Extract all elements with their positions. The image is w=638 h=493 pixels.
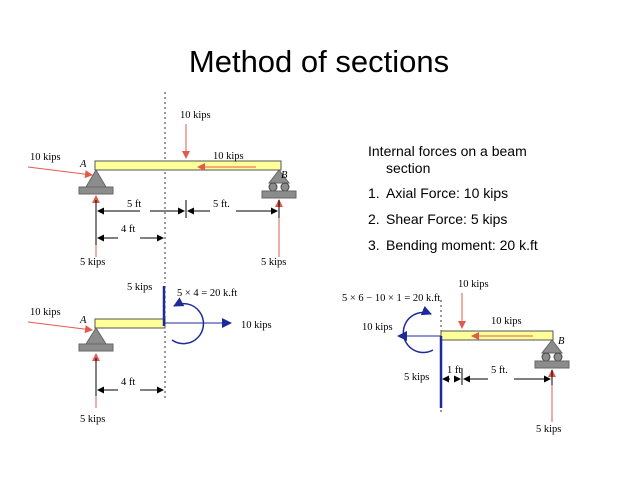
right-section-diagram: 5 × 6 − 10 × 1 = 20 k.ft 10 kips 10 kips… xyxy=(342,279,570,435)
axial-arrow-left xyxy=(27,166,93,179)
list-item: 2. Shear Force: 5 kips xyxy=(368,211,628,228)
point-b-label: B xyxy=(281,170,288,181)
roller-support-b xyxy=(267,169,291,184)
load-label: 10 kips xyxy=(458,279,489,290)
point-b-label: B xyxy=(558,336,565,347)
bending-moment-text: Bending moment: 20 k.ft xyxy=(386,237,538,253)
list-item: 3. Bending moment: 20 k.ft xyxy=(368,237,628,254)
dim-label: 5 ft. xyxy=(491,365,508,376)
reaction-label: 5 kips xyxy=(536,424,561,435)
load-label: 10 kips xyxy=(180,110,211,121)
support-base-b xyxy=(261,190,297,199)
moment-label: 5 × 6 − 10 × 1 = 20 k.ft xyxy=(342,293,440,304)
roller-support-b xyxy=(540,339,564,354)
axial-left-label: 10 kips xyxy=(30,152,61,163)
internal-forces-list: 1. Axial Force: 10 kips 2. Shear Force: 5 … xyxy=(368,185,628,254)
side-notes: Internal forces on a beam section 1. Axia… xyxy=(368,143,628,263)
axial-right-label: 10 kips xyxy=(241,320,272,331)
reaction-left-label: 5 kips xyxy=(80,257,105,268)
point-a-label: A xyxy=(79,159,87,170)
full-beam-diagram: 10 kips 10 kips 10 kips A B 5 ft 5 ft. 4… xyxy=(27,92,297,283)
roller-wheel xyxy=(553,352,563,362)
roller-wheel xyxy=(268,182,278,192)
dim-label: 1 ft xyxy=(447,365,461,376)
support-base-a xyxy=(78,343,114,352)
notes-intro-line1: Internal forces on a beam xyxy=(368,143,527,159)
left-section-diagram: 10 kips A 5 kips 5 × 4 = 20 k.ft 10 kips… xyxy=(27,282,272,425)
slide-title: Method of sections xyxy=(188,44,450,79)
axial-force-text: Axial Force: 10 kips xyxy=(386,185,509,201)
shear-label: 5 kips xyxy=(404,372,429,383)
dim-label: 4 ft xyxy=(121,224,135,235)
axial-arrow-left xyxy=(27,321,93,334)
shear-label: 5 kips xyxy=(127,282,152,293)
list-item: 1. Axial Force: 10 kips xyxy=(368,185,628,202)
beam-left-part xyxy=(94,318,166,329)
roller-wheel xyxy=(541,352,551,362)
reaction-right-label: 5 kips xyxy=(261,257,286,268)
notes-intro: Internal forces on a beam section xyxy=(368,143,628,177)
notes-intro-line2: section xyxy=(386,160,431,176)
pin-support-a xyxy=(85,327,107,345)
axial-left-label: 10 kips xyxy=(30,307,61,318)
axial-left-label: 10 kips xyxy=(362,322,393,333)
pin-support-a xyxy=(85,169,107,188)
moment-arc xyxy=(171,297,205,345)
list-item-number: 2. xyxy=(368,211,380,227)
beam xyxy=(94,160,282,171)
dim-label: 5 ft. xyxy=(213,199,230,210)
support-base-b xyxy=(534,360,570,369)
list-item-number: 1. xyxy=(368,185,380,201)
moment-arc xyxy=(402,305,434,354)
support-base-a xyxy=(78,186,114,195)
dim-label: 5 ft xyxy=(127,199,141,210)
reaction-label: 5 kips xyxy=(80,414,105,425)
dim-label: 4 ft xyxy=(121,377,135,388)
shear-force-text: Shear Force: 5 kips xyxy=(386,211,508,227)
roller-wheel xyxy=(280,182,290,192)
axial-right-label: 10 kips xyxy=(491,316,522,327)
list-item-number: 3. xyxy=(368,237,380,253)
point-a-label: A xyxy=(79,315,87,326)
axial-right-label: 10 kips xyxy=(213,151,244,162)
moment-label: 5 × 4 = 20 k.ft xyxy=(177,288,237,299)
